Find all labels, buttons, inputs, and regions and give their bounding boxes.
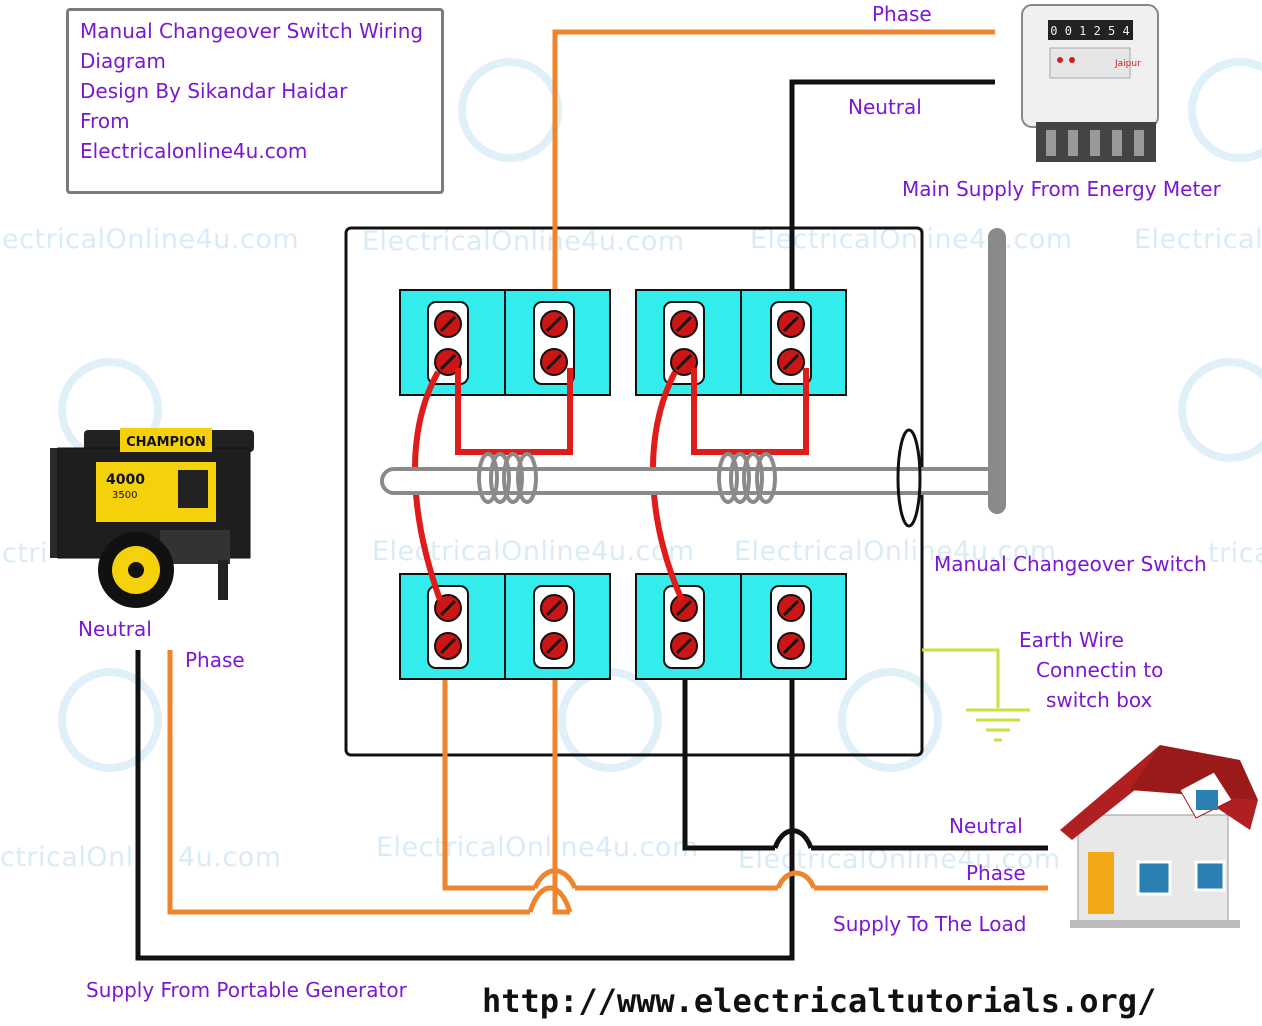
grid-neutral-wire: [789, 79, 995, 320]
watermark-low-left-b: 4u.com: [178, 842, 282, 873]
watermark-left: ectricalOnline4u.com: [2, 224, 300, 255]
generator-phase-wire: [167, 650, 530, 915]
earth-wire-label-3: switch box: [1046, 688, 1153, 712]
title-line-1: Manual Changeover Switch Wiring: [80, 19, 424, 43]
generator-supply-label: Supply From Portable Generator: [86, 978, 407, 1002]
watermark-low-left: ctricalOnl: [0, 842, 134, 873]
earth-wire-label: Earth Wire: [1019, 628, 1124, 652]
watermark-right: Electrical: [1134, 224, 1262, 255]
meter-reading: 0 0 1 2 5 4: [1050, 24, 1129, 38]
watermark-mid-left: ctri: [2, 538, 49, 569]
grid-phase-wire: [552, 29, 995, 320]
earth-symbol: [966, 708, 1030, 742]
operating-rod: [380, 467, 1004, 495]
watermark-box-top-left: ElectricalOnline4u.com: [362, 226, 685, 257]
title-line-2: Diagram: [80, 49, 166, 73]
generator-brand: CHAMPION: [126, 435, 206, 450]
bulb-watermark-group: [58, 58, 1262, 772]
load-phase-wire: [442, 650, 535, 891]
generator-image: CHAMPION 4000 3500: [50, 428, 254, 608]
generator-rating-high: 4000: [106, 472, 145, 488]
energy-meter: 0 0 1 2 5 4 Jaipur: [1021, 4, 1159, 162]
watermark-mid-far-right: trica: [1208, 538, 1262, 569]
changeover-switch-label: Manual Changeover Switch: [934, 552, 1207, 576]
load-neutral-label: Neutral: [949, 814, 1023, 838]
generator-neutral-wire: [135, 650, 795, 961]
bulb-watermark: [838, 668, 942, 772]
earth-wire-label-2: Connectin to: [1036, 658, 1164, 682]
screw-terminals: [427, 301, 812, 669]
bulb-watermark: [458, 58, 562, 162]
watermark-mid-right: ElectricalOnline4u.com: [734, 536, 1057, 567]
source-site-line: Electricalonline4u.com: [80, 139, 308, 163]
load-phase-label: Phase: [966, 861, 1026, 885]
watermark-low-center: ElectricalOnline4u.com: [376, 832, 699, 863]
bulb-watermark: [1188, 58, 1262, 162]
generator-rating-low: 3500: [112, 490, 137, 501]
author-line: Design By Sikandar Haidar: [80, 79, 348, 103]
earth-wire: [922, 648, 1000, 708]
bulb-watermark: [1178, 358, 1262, 462]
rod-bushing: [896, 428, 922, 528]
house-image: [1060, 745, 1258, 928]
grid-neutral-label: Neutral: [848, 95, 922, 119]
grid-phase-label: Phase: [872, 2, 932, 26]
generator-phase-label: Phase: [185, 648, 245, 672]
meter-display: [1048, 20, 1133, 40]
operating-handle: [988, 228, 1006, 514]
from-line: From: [80, 109, 130, 133]
meter-brand: Jaipur: [1114, 59, 1141, 69]
watermark-box-top-right: ElectricalOnline4u.com: [750, 224, 1073, 255]
title-box: Manual Changeover Switch Wiring Diagram …: [66, 8, 444, 194]
main-supply-label: Main Supply From Energy Meter: [902, 177, 1221, 201]
generator-neutral-label: Neutral: [78, 617, 152, 641]
site-url[interactable]: http://www.electricaltutorials.org/: [482, 982, 1157, 1020]
springs: [477, 452, 777, 504]
bulb-watermark: [58, 668, 162, 772]
load-neutral-wire: [682, 650, 775, 851]
load-supply-label: Supply To The Load: [833, 912, 1027, 936]
